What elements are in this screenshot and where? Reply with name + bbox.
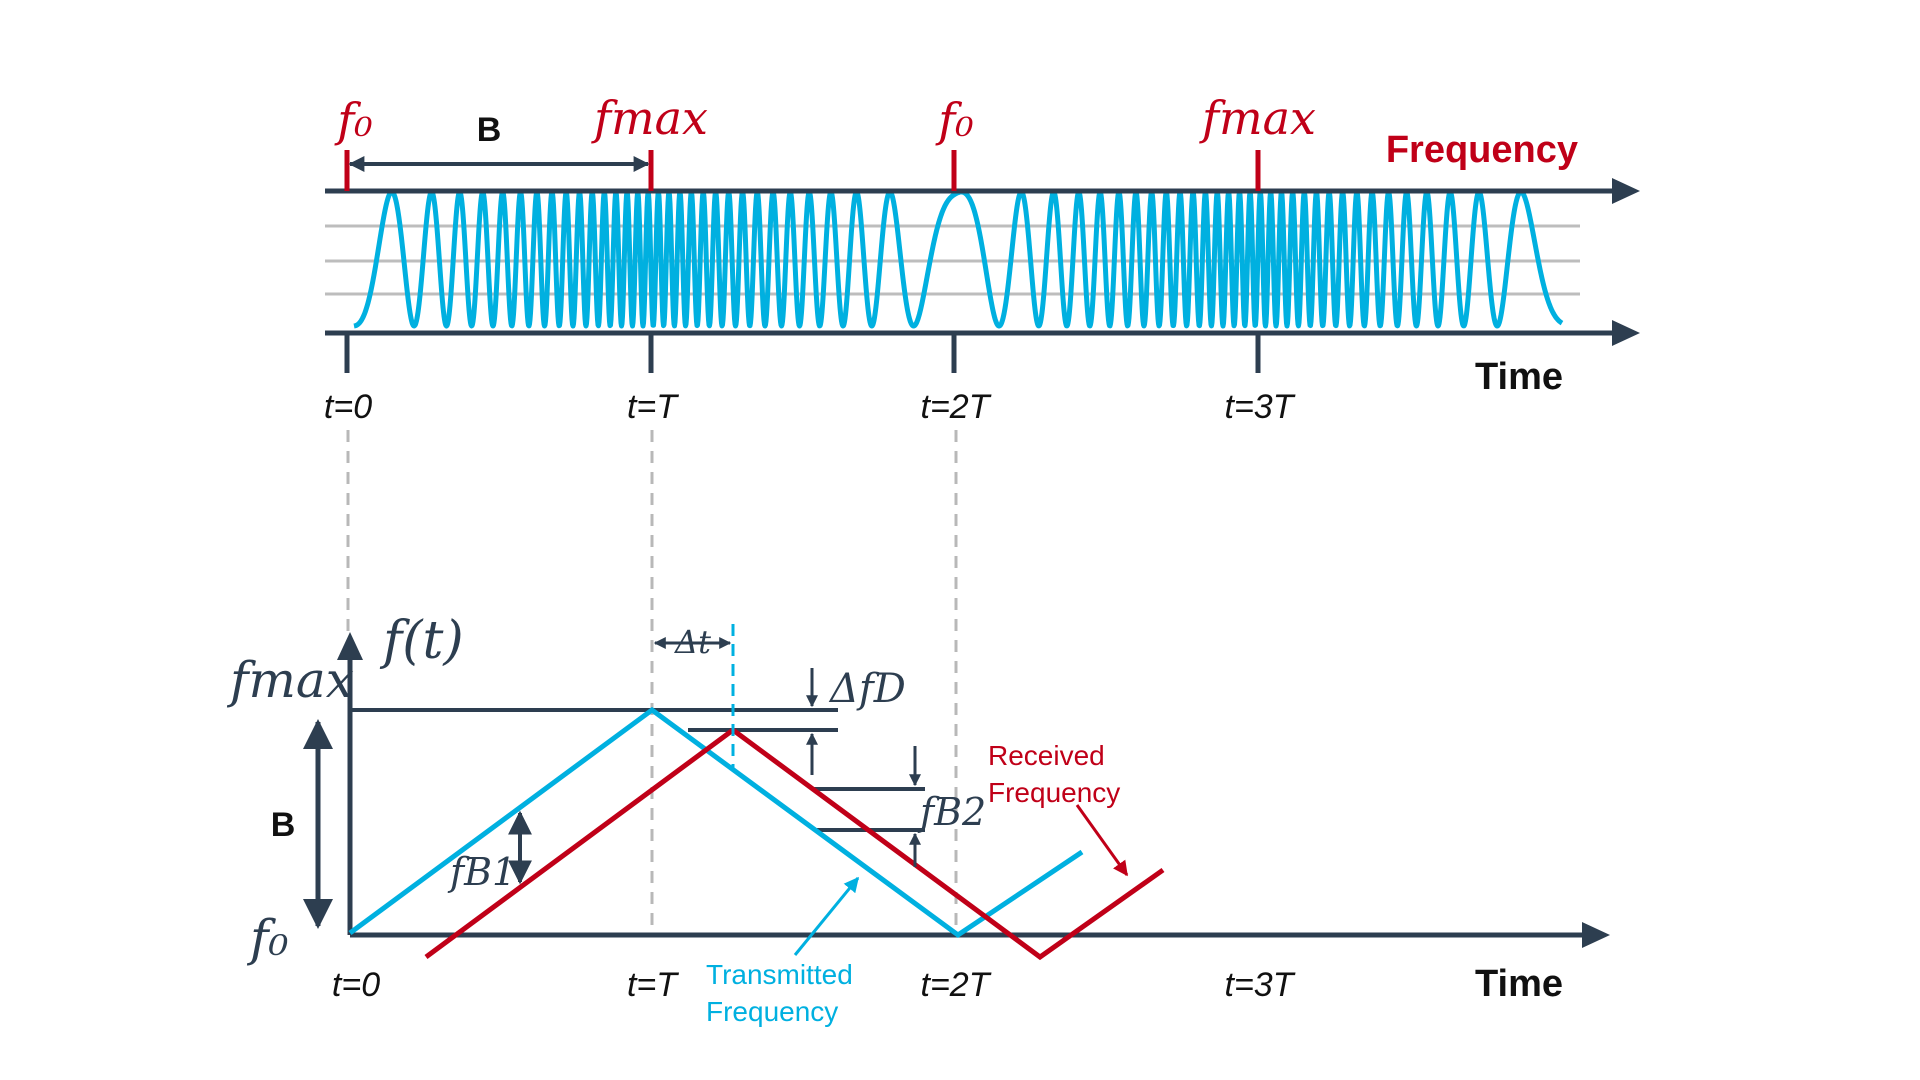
transmitted-line1: Transmitted xyxy=(706,959,853,990)
transmitted-frequency-line xyxy=(348,706,1084,939)
delta-fd-label: ΔfD xyxy=(828,666,906,712)
delta-fd-text: ΔfD xyxy=(828,666,906,712)
label-f0-2: f₀ xyxy=(935,93,973,147)
y-axis-label: f(t) xyxy=(379,611,464,671)
top-time-axis xyxy=(325,320,1640,346)
transmitted-frequency-label: Transmitted Frequency xyxy=(706,959,861,1027)
received-line2: Frequency xyxy=(988,777,1120,808)
received-callout-arrow xyxy=(1075,804,1129,877)
bottom-tick-label-T: t=T xyxy=(627,966,679,1004)
bottom-time-axis xyxy=(350,922,1610,948)
received-line1: Received xyxy=(988,740,1105,771)
bottom-time-axis-label: Time xyxy=(1475,963,1563,1005)
top-tick-label-T: t=T xyxy=(627,388,679,426)
bottom-tick-label-3T: t=3T xyxy=(1225,966,1296,1004)
frequency-axis-label: Frequency xyxy=(1386,129,1578,171)
label-bandwidth-top: B xyxy=(477,111,502,149)
top-panel: f₀ B fmax f₀ fmax Frequency Time t=0 t=T… xyxy=(324,91,1640,426)
top-time-axis-label: Time xyxy=(1475,356,1563,398)
label-fmax-1: fmax xyxy=(591,91,708,145)
vertical-guide-lines xyxy=(346,430,958,935)
top-frequency-axis xyxy=(325,178,1640,204)
transmitted-line2: Frequency xyxy=(706,996,838,1027)
chirp-waveform xyxy=(352,189,1564,329)
transmitted-callout-arrow xyxy=(793,876,860,956)
bottom-y-axis xyxy=(337,632,363,935)
fb1-label: fB1 xyxy=(447,850,516,894)
received-frequency-label: Received Frequency xyxy=(988,740,1120,808)
bottom-bandwidth-label: B xyxy=(271,806,296,844)
top-tick-label-0: t=0 xyxy=(324,388,372,426)
received-frequency-line xyxy=(424,726,1165,961)
bottom-tick-label-2T: t=2T xyxy=(921,966,992,1004)
fb2-label: fB2 xyxy=(917,790,986,834)
label-f0-1: f₀ xyxy=(334,93,372,147)
top-tick-label-3T: t=3T xyxy=(1225,388,1296,426)
delta-t-label: Δt xyxy=(673,623,711,661)
top-tick-label-2T: t=2T xyxy=(921,388,992,426)
bottom-panel: Δt ΔfD fB2 fB1 B f(t) fmax f₀ Received F… xyxy=(226,611,1610,1027)
fmax-label: fmax xyxy=(226,651,354,709)
bottom-tick-label-0: t=0 xyxy=(332,966,380,1004)
f0-label: f₀ xyxy=(246,909,289,967)
label-fmax-2: fmax xyxy=(1199,91,1316,145)
